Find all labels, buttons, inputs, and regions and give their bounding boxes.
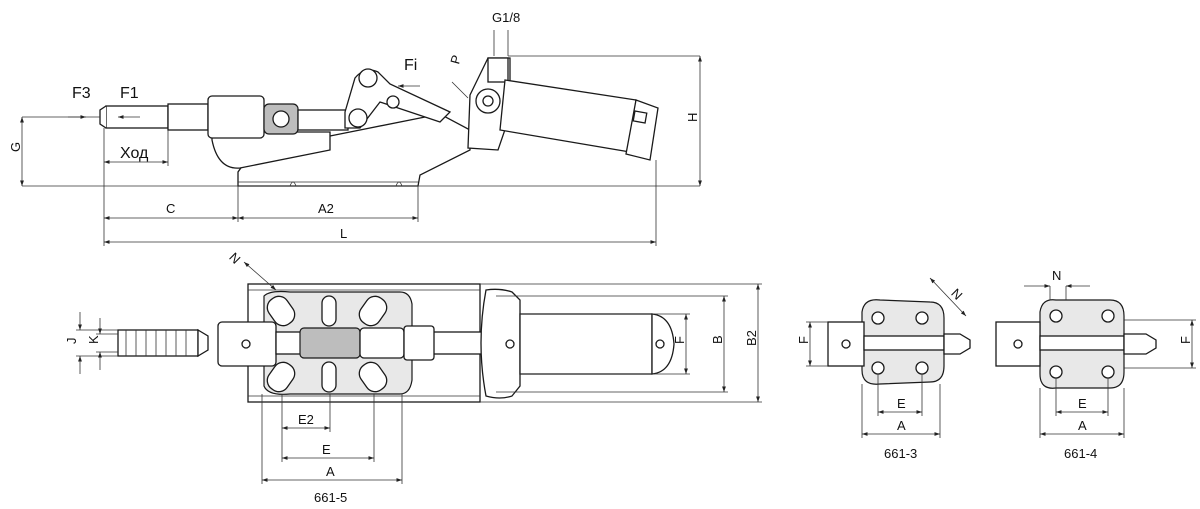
side-base-bolts: [289, 181, 403, 187]
label-h: H: [685, 113, 700, 122]
side-pivot-low: [348, 108, 368, 128]
label-f3: F3: [72, 85, 91, 102]
side-lower-housing: [211, 131, 331, 169]
label-e3: E: [897, 396, 906, 411]
label-f4v: F: [1178, 336, 1193, 344]
v4-hole-4: [1101, 365, 1115, 379]
top5-cylinder-body: [519, 313, 653, 375]
top5-cylinder-head: [480, 288, 521, 399]
side-guide-block: [207, 95, 265, 139]
label-e2: E2: [298, 412, 314, 427]
v3-hole-3: [871, 361, 885, 375]
top5-clevis: [403, 325, 435, 361]
top5-guide-hole: [241, 339, 251, 349]
slot-4: [266, 361, 296, 393]
label-n5: N: [226, 250, 243, 267]
top5-toggle: [299, 327, 361, 359]
side-cap-label: [632, 110, 648, 124]
side-pivot-mid: [386, 95, 400, 109]
label-p: P: [447, 53, 464, 65]
side-pivot-top: [358, 68, 378, 88]
v4-guide-hole: [1013, 339, 1023, 349]
v4-rod: [1039, 335, 1125, 351]
label-b: B: [710, 335, 725, 344]
side-plunger-tip: [99, 105, 107, 129]
view-661-3: F N E A 661-3: [796, 277, 971, 461]
label-e4: E: [1078, 396, 1087, 411]
label-a3: A: [897, 418, 906, 433]
label-a4: A: [1078, 418, 1087, 433]
dim-n5: [243, 261, 277, 291]
label-a5: A: [326, 464, 335, 479]
label-c: C: [166, 201, 175, 216]
slot-2: [321, 295, 337, 327]
side-link-rod: [297, 109, 349, 131]
label-n4: N: [1052, 268, 1061, 283]
label-hod: Ход: [120, 145, 149, 162]
top5-plunger-tip: [197, 328, 209, 358]
v3-hole-1: [871, 311, 885, 325]
label-j: J: [64, 338, 79, 345]
v3-clevis: [943, 333, 971, 355]
angle-p-line: [451, 81, 469, 99]
side-plunger-knurl: [167, 103, 209, 131]
top5-head-pin: [505, 339, 515, 349]
v4-clevis: [1123, 333, 1157, 355]
top-view-661-5: F B B2 J K N E2 E A 661-5: [64, 250, 762, 505]
top5-toggle-2: [359, 327, 405, 359]
side-head-pin-inner: [482, 95, 494, 107]
slot-5: [321, 361, 337, 393]
slot-1: [266, 295, 296, 327]
label-g18: G1/8: [492, 10, 520, 25]
v3-rod: [863, 335, 945, 351]
slot-6: [358, 361, 388, 393]
label-fi: Fi: [404, 57, 417, 74]
caption-661-4: 661-4: [1064, 446, 1097, 461]
dim-n3: [929, 277, 967, 317]
caption-661-3: 661-3: [884, 446, 917, 461]
v3-guide-hole: [841, 339, 851, 349]
v4-hole-3: [1049, 365, 1063, 379]
v4-hole-2: [1101, 309, 1115, 323]
label-e5: E: [322, 442, 331, 457]
side-coupling-bolt: [272, 110, 290, 128]
label-l: L: [340, 226, 347, 241]
label-g: G: [8, 142, 23, 152]
side-air-port: [487, 57, 509, 83]
top5-plunger-rod: [117, 329, 199, 357]
label-f1: F1: [120, 85, 139, 102]
v3-hole-4: [915, 361, 929, 375]
side-view: F3 F1 Fi P G1/8 Ход G H C A2 L: [8, 10, 702, 246]
label-f3v: F: [796, 336, 811, 344]
slot-3: [358, 295, 388, 327]
top5-thread: [125, 330, 187, 356]
label-k: K: [86, 335, 101, 344]
v3-hole-2: [915, 311, 929, 325]
label-b2: B2: [744, 330, 759, 346]
top5-slots: [266, 295, 388, 393]
side-cylinder-body: [499, 79, 637, 153]
top5-cap-port: [655, 339, 665, 349]
label-a2: A2: [318, 201, 334, 216]
caption-661-5: 661-5: [314, 490, 347, 505]
view-661-4: F N E A 661-4: [995, 268, 1196, 461]
label-f5: F: [672, 336, 687, 344]
v4-hole-1: [1049, 309, 1063, 323]
